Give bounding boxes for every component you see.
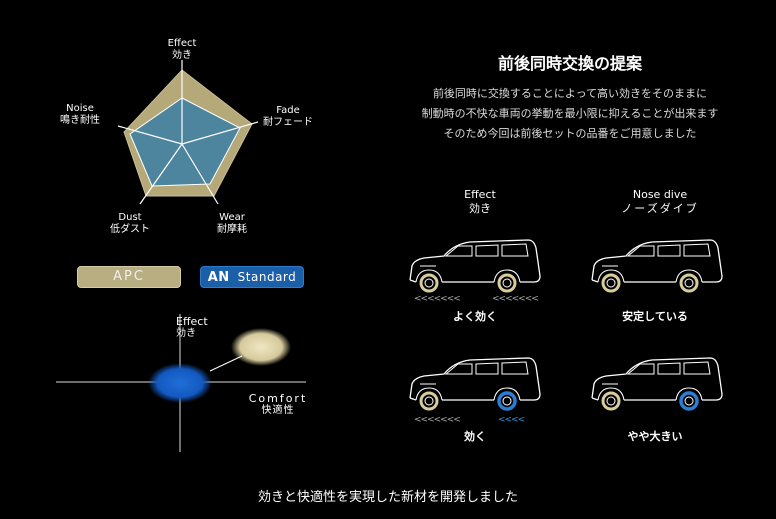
caption-br: やや大きい [627, 430, 683, 443]
radar-label-noise-en: Noise [66, 103, 94, 114]
legend-an-rest: Standard [237, 270, 297, 284]
radar-label-fade-jp: 耐フェード [263, 117, 313, 128]
legend-an: AN Standard [200, 266, 304, 288]
right-title: 前後同時交換の提案 [497, 54, 642, 73]
car-effect-apc: <<<<<<< <<<<<<< [409, 239, 541, 304]
radar-label-noise-jp: 鳴き耐性 [60, 115, 100, 126]
caption-bl: 効く [464, 430, 486, 443]
quad-an-blob [148, 363, 212, 403]
legend-apc: APC [77, 266, 181, 288]
caption-tl: よく効く [453, 310, 497, 323]
col-head-nosedive-en: Nose dive [632, 188, 688, 201]
footer-text: 効きと快適性を実現した新材を開発しました [257, 490, 518, 505]
col-head-effect: Effect 効き [440, 188, 520, 216]
svg-text:<<<<: <<<< [498, 415, 525, 425]
radar-label-effect-jp: 効き [172, 50, 192, 61]
radar-label-wear-en: Wear [219, 212, 245, 223]
radar-label-dust: Dust 低ダスト [100, 212, 160, 236]
car-effect-an: <<<<<<< <<<< [409, 357, 541, 425]
quad-apc-blob [231, 328, 291, 366]
radar-label-effect: Effect 効き [152, 38, 212, 62]
col-head-effect-jp: 効き [469, 202, 491, 215]
legend-apc-label: APC [113, 269, 145, 284]
radar-label-effect-en: Effect [167, 38, 197, 49]
quad-label-comfort-en: Comfort [248, 392, 308, 405]
radar-label-fade: Fade 耐フェード [252, 105, 324, 129]
radar-chart [117, 60, 259, 205]
right-description: 前後同時に交換することによって高い効きをそのままに 制動時の不快な車両の挙動を最… [390, 84, 750, 144]
car-nosedive-apc [591, 239, 723, 293]
caption-tr: 安定している [622, 310, 688, 323]
svg-text:<<<<<<<: <<<<<<< [414, 415, 460, 425]
quad-label-effect-en: Effect [176, 315, 208, 328]
desc-line-3: そのため今回は前後セットの品番をご用意しました [443, 127, 697, 140]
desc-line-1: 前後同時に交換することによって高い効きをそのままに [432, 87, 708, 100]
col-head-nosedive-jp: ノーズダイブ [621, 202, 699, 215]
radar-label-wear-jp: 耐摩耗 [217, 224, 247, 235]
quadrant-diagram [56, 314, 306, 452]
radar-label-fade-en: Fade [276, 105, 300, 116]
desc-line-2: 制動時の不快な車両の挙動を最小限に抑えることが出来ます [421, 107, 719, 120]
svg-text:<<<<<<<: <<<<<<< [492, 294, 538, 304]
radar-spokes [117, 60, 259, 205]
radar-an-area [129, 97, 241, 187]
quad-label-comfort-jp: 快適性 [261, 405, 295, 416]
col-head-effect-en: Effect [464, 188, 496, 201]
col-head-nosedive: Nose dive ノーズダイブ [610, 188, 710, 216]
radar-label-dust-en: Dust [118, 212, 142, 223]
svg-text:<<<<<<<: <<<<<<< [414, 294, 460, 304]
radar-label-noise: Noise 鳴き耐性 [50, 103, 110, 127]
radar-label-wear: Wear 耐摩耗 [202, 212, 262, 236]
quad-label-comfort: Comfort 快適性 [238, 393, 318, 417]
quad-connector [209, 355, 243, 372]
radar-label-dust-jp: 低ダスト [110, 224, 150, 235]
legend-an-bold: AN [207, 270, 230, 285]
car-nosedive-an [591, 357, 723, 411]
quad-label-effect-jp: 効き [176, 328, 196, 339]
quad-label-effect: Effect 効き [176, 316, 226, 340]
